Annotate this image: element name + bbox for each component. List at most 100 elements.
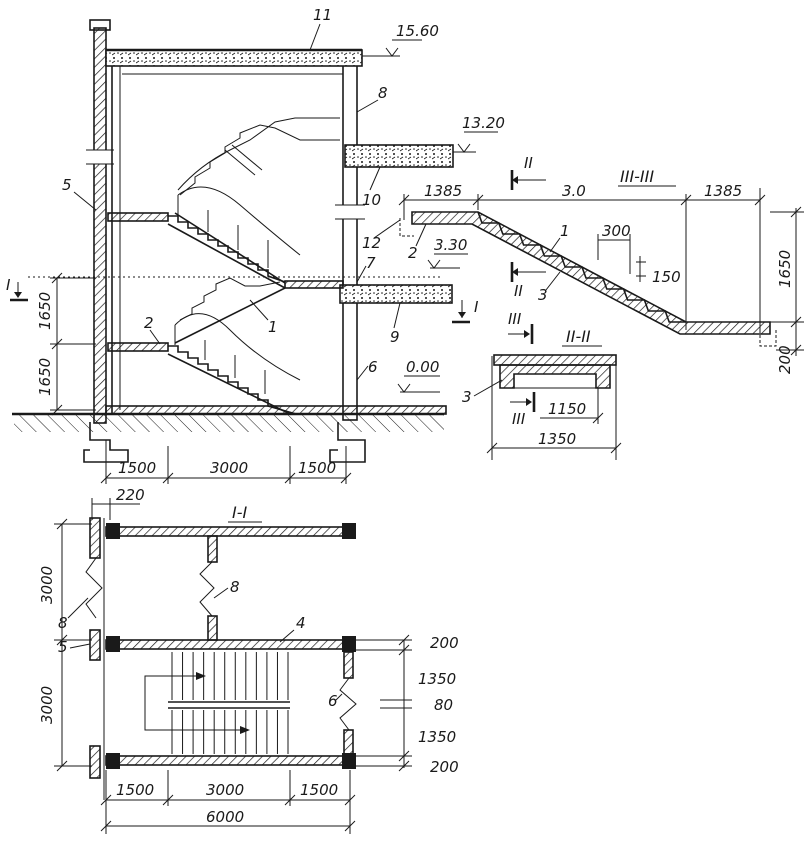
- plan-top-wall: [105, 526, 353, 537]
- section-mark-III-bottom: III: [512, 410, 526, 428]
- section-mark-II-top: II: [524, 154, 533, 172]
- plan-dim-left: 3000 3000: [38, 518, 92, 772]
- step-height-label: 150: [652, 268, 681, 286]
- callout-10: 10: [362, 191, 381, 209]
- plan-dim-bottom-2: 3000: [206, 781, 244, 799]
- flight-steps: [477, 211, 686, 323]
- plan-dim-bottom: 1500 3000 1500 6000: [100, 770, 356, 834]
- flight-dim-top: 1385 3.0 1385: [398, 182, 766, 330]
- section-mark-I-right: I: [474, 298, 479, 316]
- plan-callout-8-left: 8: [58, 614, 68, 632]
- section-mark-I-left: I: [6, 276, 11, 294]
- landing-upper: [107, 212, 169, 222]
- elevation-entrance: 3.30: [427, 236, 468, 269]
- plan-section-title: I-I: [232, 503, 247, 522]
- plan-dim-right-4: 1350: [418, 728, 456, 746]
- callout-9: 9: [390, 328, 400, 346]
- plan-dim-left-1: 3000: [38, 566, 56, 604]
- detail-slab: [493, 354, 617, 366]
- section-cut-II-top: II: [510, 154, 546, 190]
- callout-7: 7: [366, 254, 376, 272]
- ground-floor-slab: [105, 405, 447, 415]
- plan-callout-4: 4: [296, 614, 306, 632]
- plan-wall-thickness: 220: [116, 486, 145, 504]
- dim-bottom-3: 1500: [298, 459, 336, 477]
- building-section: 15.60 13.20 3.30 0.00 I: [6, 6, 505, 484]
- plan-callout-6: 6: [328, 692, 338, 710]
- plan-exterior-wall-mid: [89, 629, 101, 661]
- flight-section-title: III-III: [620, 167, 654, 186]
- flight-callout-3: 3: [538, 286, 548, 304]
- plan-dim-right-3: 80: [434, 696, 453, 714]
- flight-dim-top-3: 1385: [704, 182, 742, 200]
- canopy-slab: [344, 144, 454, 168]
- ground-soil: [14, 414, 444, 432]
- elevation-ground-label: 0.00: [406, 358, 439, 376]
- roof-slab: [105, 49, 363, 67]
- landing-lower: [107, 342, 169, 352]
- plan-direction-arrow-up: [144, 675, 244, 731]
- plan-stairwell-bot-wall: [105, 755, 353, 766]
- section-mark-III-top: III: [508, 310, 522, 328]
- plan-section: I-I 220: [38, 486, 459, 834]
- plan-dim-right-5: 200: [430, 758, 459, 776]
- flight-dim-right-1: 1650: [776, 250, 794, 288]
- elevation-canopy: 13.20: [453, 114, 505, 153]
- plan-dim-total: 6000: [206, 808, 244, 826]
- step-width-label: 300: [602, 222, 631, 240]
- detail-section: II-II III III 1150 1350: [462, 310, 622, 460]
- plan-stair-treads: [171, 652, 289, 754]
- entrance-canopy-slab: [339, 284, 453, 304]
- wall-break-upper: [86, 150, 114, 164]
- callout-8: 8: [378, 84, 388, 102]
- detail-dims: 1150 1350: [486, 356, 622, 460]
- detail-dim-outer: 1350: [538, 430, 576, 448]
- parapet: [89, 19, 111, 31]
- dim-left-upper: 1650: [36, 292, 54, 330]
- section-cut-III-bottom: III: [510, 392, 536, 428]
- plan-dim-right-1: 200: [430, 634, 459, 652]
- flight-slab: [411, 211, 771, 335]
- elevation-ground: 0.00: [397, 358, 440, 393]
- stair-flights: [167, 117, 340, 415]
- dim-left-vertical: 1650 1650: [36, 272, 96, 416]
- flight-dim-top-1: 1385: [424, 182, 462, 200]
- plan-callout-5: 5: [58, 638, 68, 656]
- plan-stairwell-top-wall: [105, 639, 353, 650]
- right-column: [342, 59, 358, 421]
- elevation-roof-label: 15.60: [396, 22, 439, 40]
- callout-12: 12: [362, 234, 381, 252]
- plan-dim-right-2: 1350: [418, 670, 456, 688]
- foundation-left: [83, 422, 129, 463]
- dim-bottom-2: 3000: [210, 459, 248, 477]
- section-cut-I-left: I: [6, 276, 28, 302]
- flight-callout-1: 1: [560, 222, 570, 240]
- section-cut-III-top: III: [508, 310, 534, 344]
- plan-callout-8-right: 8: [230, 578, 240, 596]
- plan-exterior-wall-top: [89, 517, 101, 559]
- plan-dim-right: 200 1350 80 1350 200: [356, 634, 459, 776]
- flight-dim-top-2: 3.0: [562, 182, 586, 200]
- section-cut-II-bottom: II: [510, 262, 546, 300]
- plan-dim-bottom-1: 1500: [116, 781, 154, 799]
- foundation-right: [329, 422, 366, 463]
- flight-section: III-III II II 1385 3.0: [398, 154, 804, 374]
- flight-dim-right: 1650 200: [770, 206, 804, 374]
- exterior-wall: [93, 27, 107, 424]
- plan-dim-bottom-3: 1500: [300, 781, 338, 799]
- callout-5: 5: [62, 176, 72, 194]
- plan-dim-left-2: 3000: [38, 686, 56, 724]
- flight-callout-2: 2: [408, 244, 418, 262]
- elevation-roof: 15.60: [362, 22, 439, 57]
- detail-callout-3: 3: [462, 388, 472, 406]
- elevation-canopy-label: 13.20: [462, 114, 505, 132]
- flight-dim-right-2: 200: [776, 345, 794, 374]
- section-cut-I-right: I: [452, 298, 479, 324]
- callout-1: 1: [268, 318, 278, 336]
- dim-left-lower: 1650: [36, 358, 54, 396]
- dim-bottom-1: 1500: [118, 459, 156, 477]
- mid-landing-upper: [284, 280, 344, 289]
- callout-11: 11: [313, 6, 332, 24]
- section-mark-II-bottom: II: [514, 282, 523, 300]
